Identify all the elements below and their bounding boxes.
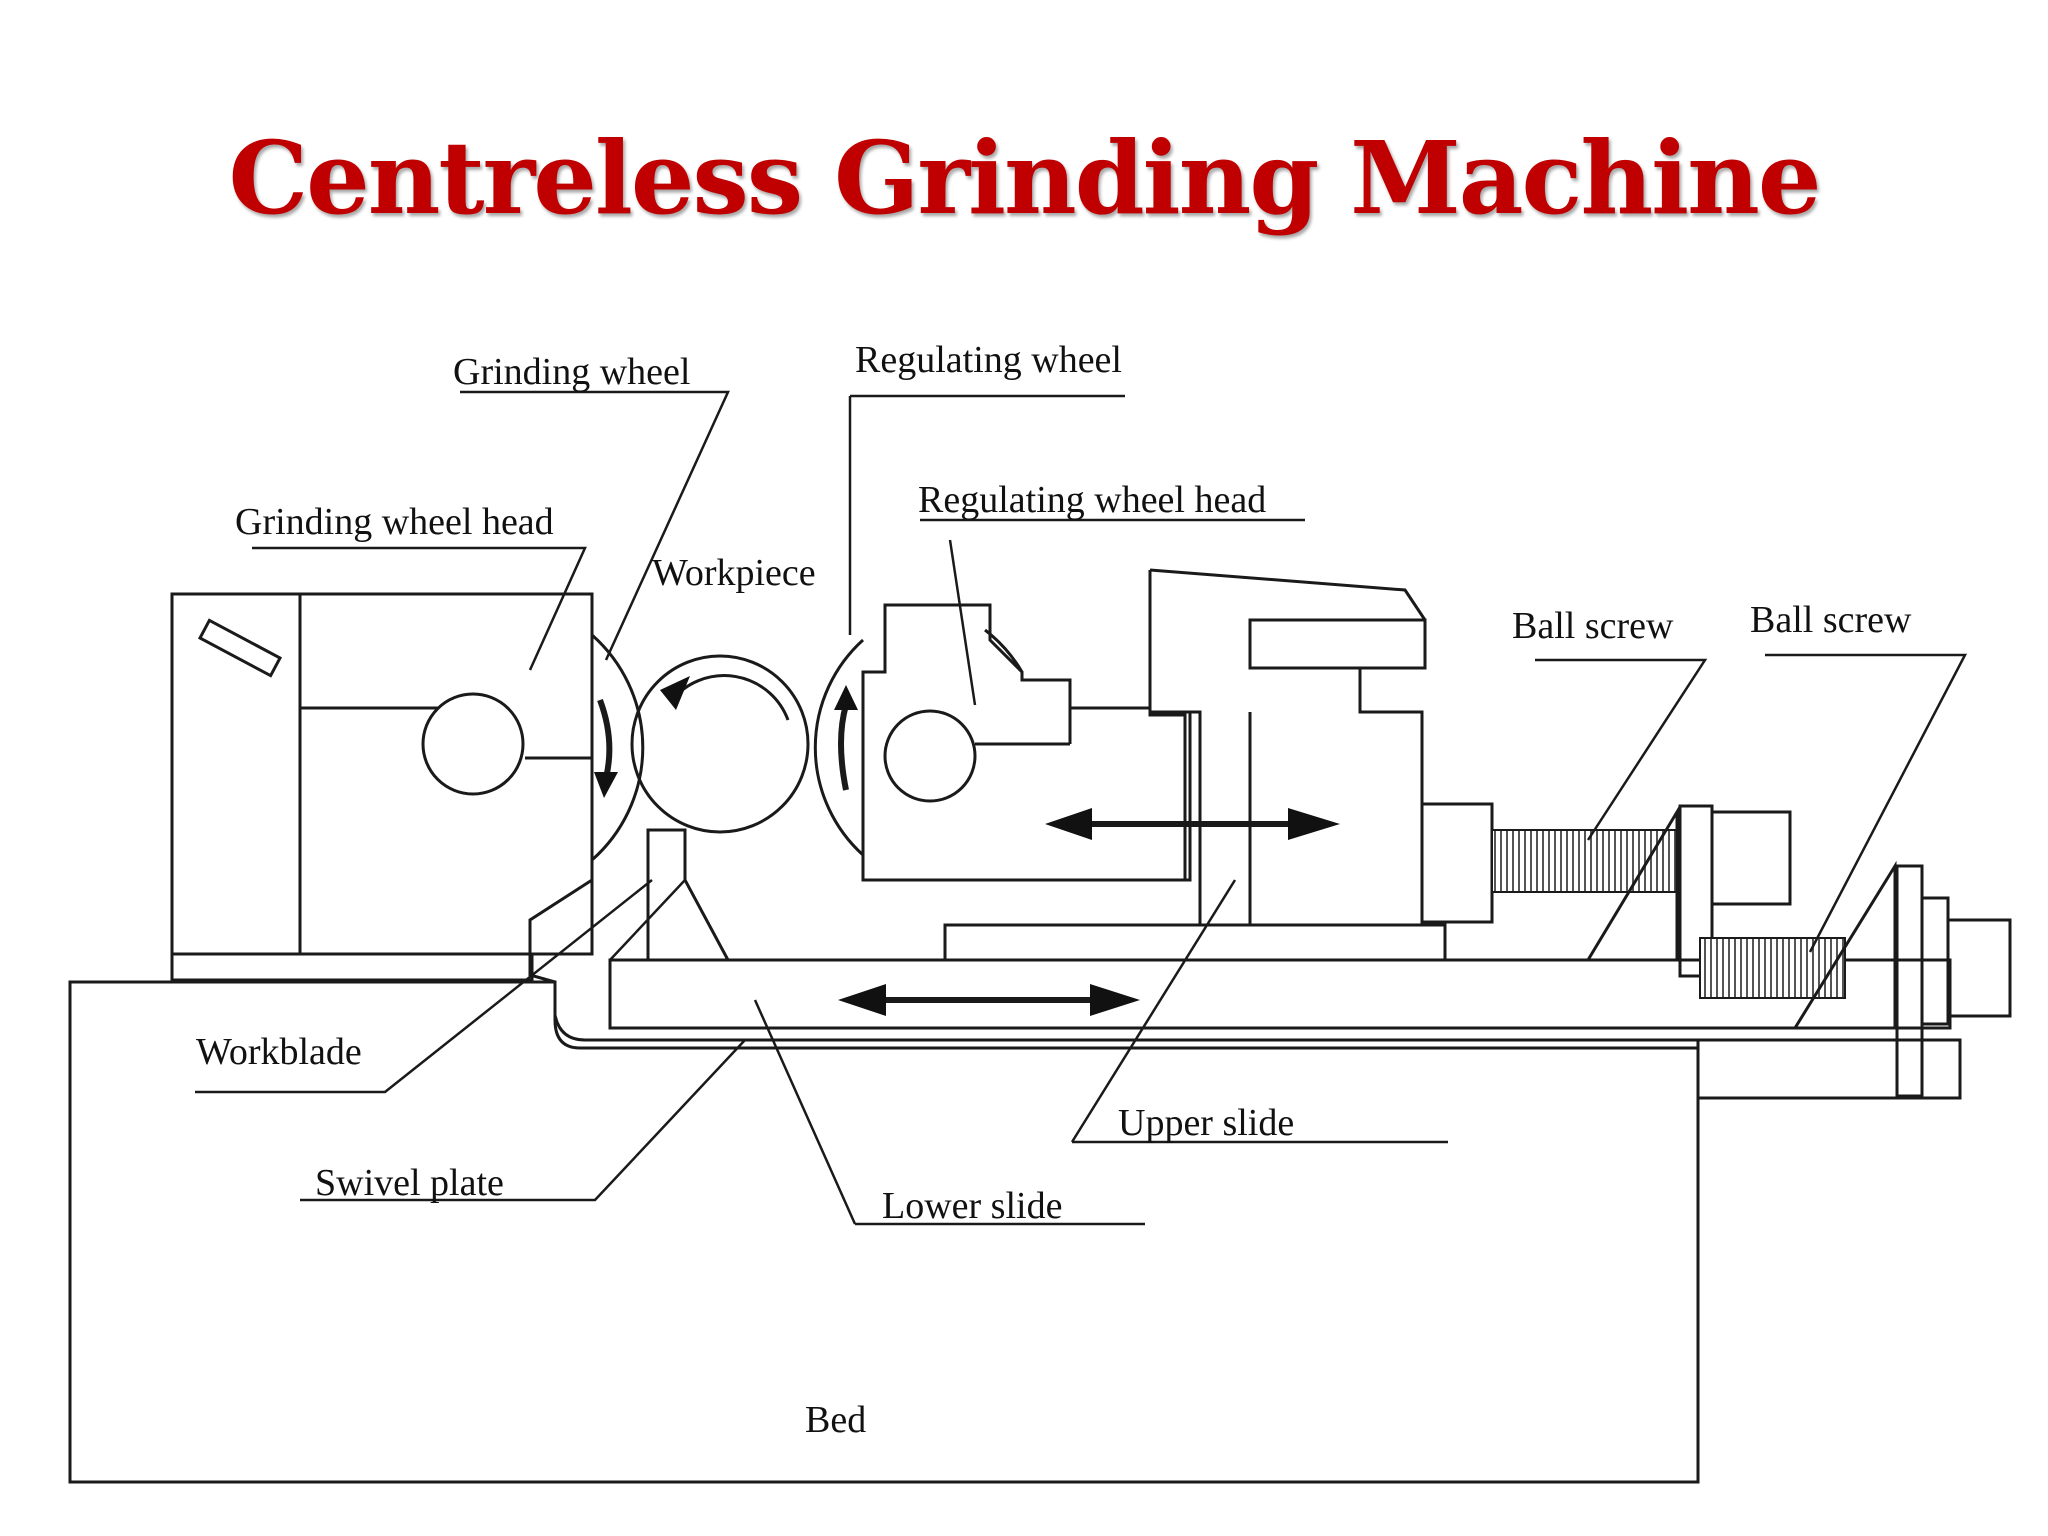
- upper-ball-screw-assembly: [1420, 802, 1792, 978]
- label-lower-slide: Lower slide: [882, 1185, 1062, 1227]
- workpiece: [630, 654, 810, 834]
- workblade: [609, 828, 730, 961]
- label-grinding-wheel: Grinding wheel: [453, 351, 690, 393]
- label-workpiece: Workpiece: [652, 552, 816, 594]
- motion-arrows: [838, 808, 1340, 1016]
- label-swivel-plate: Swivel plate: [315, 1162, 504, 1204]
- label-bed: Bed: [805, 1399, 866, 1441]
- slide-title: Centreless Grinding Machine: [228, 119, 1822, 237]
- label-regulating-wheel: Regulating wheel: [855, 339, 1122, 381]
- upper-slide: [943, 568, 1447, 962]
- label-regulating-wheel-head: Regulating wheel head: [918, 479, 1266, 521]
- label-ball-screw-1: Ball screw: [1512, 605, 1674, 647]
- regulating-wheel: [813, 628, 1024, 857]
- swivel-plate: [553, 982, 1962, 1100]
- label-upper-slide: Upper slide: [1118, 1102, 1294, 1144]
- grinding-wheel-head: [170, 592, 594, 984]
- grinding-wheel: [421, 633, 645, 862]
- labels: Grinding wheel Regulating wheel Grinding…: [196, 339, 1912, 1441]
- label-ball-screw-2: Ball screw: [1750, 599, 1912, 641]
- label-grinding-wheel-head: Grinding wheel head: [235, 501, 554, 543]
- rotation-arrows: [594, 685, 858, 798]
- leader-lines: [195, 390, 1968, 1226]
- label-workblade: Workblade: [196, 1031, 362, 1073]
- lower-ball-screw-assembly: [1699, 860, 2012, 1098]
